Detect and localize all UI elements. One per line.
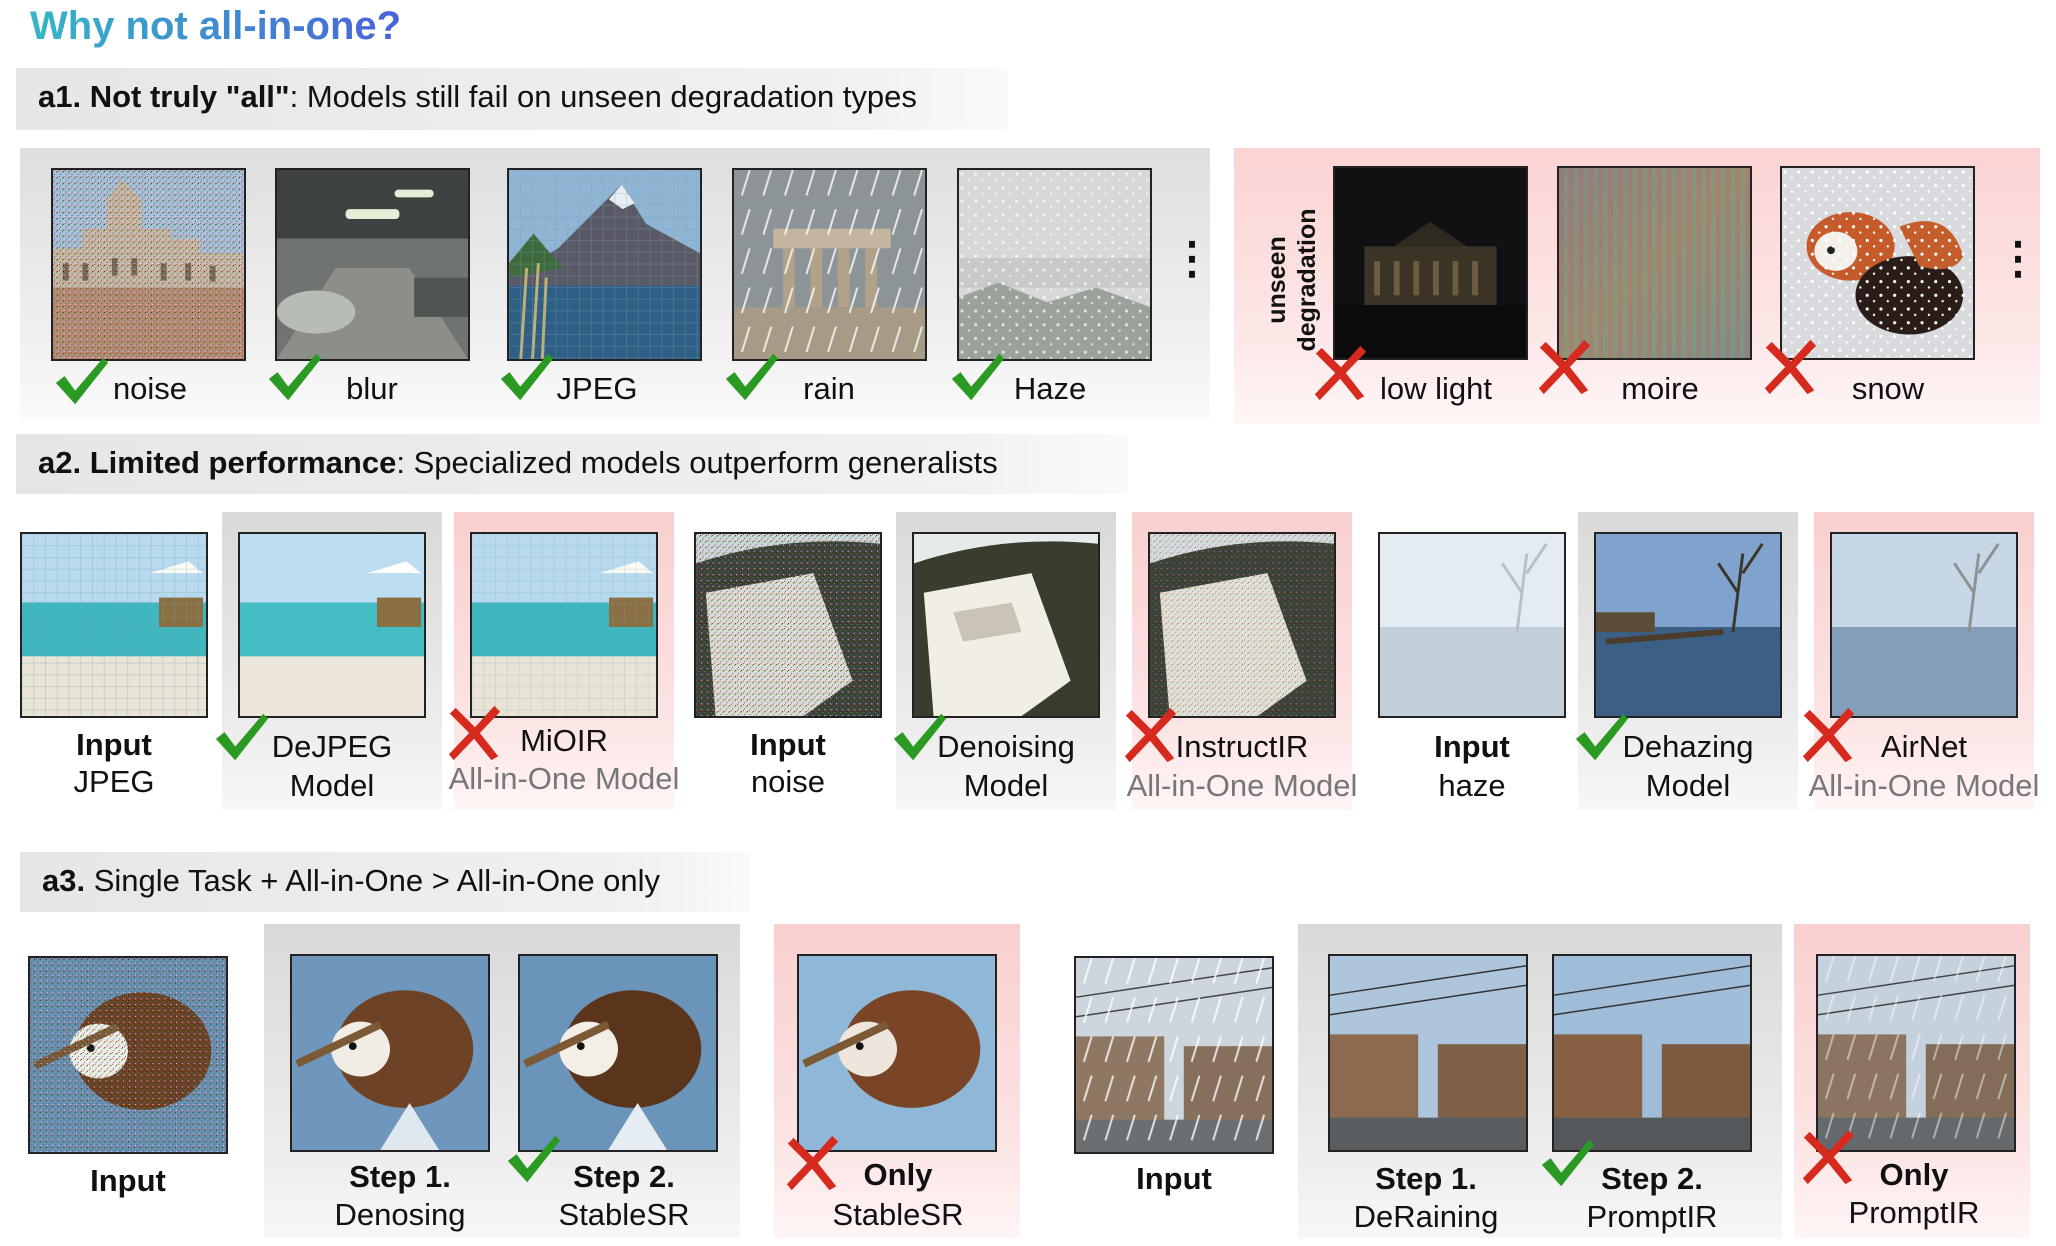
a2-spec-label-3: Dehazing [1622,729,1754,764]
a3-street-step2-image [1552,954,1752,1152]
a3-street-step1-image [1328,954,1528,1152]
check-icon [948,348,1006,406]
a3-input-label-right: Input [1104,1160,1244,1198]
a3-heading: a3. Single Task + All-in-One > All-in-On… [20,852,750,912]
a3-input-bold-right: Input [1136,1161,1212,1196]
a1-heading-text: : Models still fail on unseen degradatio… [289,79,917,114]
a3-step2-bold-left: Step 2. [573,1159,675,1194]
a3-dog-only-image [797,954,997,1152]
a3-step1-label-right: Step 1. [1346,1160,1506,1198]
a2-input-sub-3: haze [1438,768,1506,803]
a3-input-bold-left: Input [90,1163,166,1198]
a2-spec-label-2: Denoising [937,729,1075,764]
a2-input-sub-1: JPEG [73,764,155,799]
a3-heading-bold: a3. [42,863,86,898]
a3-heading-text: Single Task + All-in-One > All-in-One on… [85,863,661,898]
a3-only-label-right: Only [1834,1156,1994,1194]
a3-step1-label-left: Step 1. [320,1158,480,1196]
unseen-degradation-tag: unseen degradation [1263,208,1321,352]
a3-step2-bold-right: Step 2. [1601,1161,1703,1196]
a2-spec-sub-3: Model [1645,768,1731,803]
a1-blur-image [275,168,470,361]
label-rain: rain [803,371,855,406]
a2-spec-sub-2: Model [963,768,1049,803]
a2-input-sub-2: noise [750,764,826,799]
more-unseen-icon: ⋮ [1996,237,2040,281]
cross-icon [1312,344,1370,402]
a3-input-label-left: Input [58,1162,198,1200]
a1-jpeg-image [507,168,702,361]
a3-step2-sub-right: PromptIR [1586,1199,1718,1234]
a2-input-jpeg-image [20,532,208,718]
a3-only-label-left: Only [818,1156,978,1194]
label-jpeg: JPEG [556,371,638,406]
label-low-light: low light [1380,371,1492,406]
label-noise: noise [112,371,188,406]
a1-rain-image [732,168,927,361]
a2-gen-sub-2: All-in-One Model [1126,768,1358,803]
a2-gen-label-2: InstructIR [1175,729,1309,764]
check-icon [265,348,323,406]
a2-dehazing-image [1594,532,1782,718]
a1-heading: a1. Not truly "all": Models still fail o… [16,68,1008,130]
a2-gen-sub-3: All-in-One Model [1808,768,2040,803]
a2-gen-label-3: AirNet [1880,729,1968,764]
a2-heading: a2. Limited performance: Specialized mod… [16,434,1128,494]
a2-airnet-image [1830,532,2018,718]
a2-heading-bold: a2. Limited performance [38,445,397,480]
a1-haze-image [957,168,1152,361]
cross-icon [1762,338,1820,396]
a3-only-sub-right: PromptIR [1848,1195,1980,1230]
a3-step2-label-right: Step 2. [1572,1160,1732,1198]
a2-input-bold-3: Input [1434,729,1510,764]
a3-dog-step1-image [290,954,490,1152]
a2-instructir-image [1148,532,1336,718]
a2-input-noise-image [694,532,882,718]
a2-mioir-image [470,532,658,718]
a2-dejpeg-image [238,532,426,718]
a2-gen-sub-1: All-in-One Model [448,761,680,796]
a2-heading-text: : Specialized models outperform generali… [396,445,998,480]
a3-step2-sub-left: StableSR [558,1197,690,1232]
a2-denoising-image [912,532,1100,718]
a3-dog-step2-image [518,954,718,1152]
a2-input-haze-image [1378,532,1566,718]
a1-noise-image [51,168,246,361]
a1-snow-image [1780,166,1975,360]
a2-gen-label-1: MiOIR [520,723,608,758]
label-haze: Haze [1013,371,1087,406]
a2-spec-label-1: DeJPEG [271,729,393,764]
a3-step2-label-left: Step 2. [544,1158,704,1196]
a1-moire-image [1557,166,1752,360]
label-moire: moire [1621,371,1699,406]
a1-low-light-image [1333,166,1528,360]
a3-dog-input-image [28,956,228,1154]
a2-input-bold-2: Input [750,727,826,762]
more-seen-icon: ⋮ [1170,237,1214,281]
a2-input-label-2: Input [708,726,868,764]
a2-input-label-3: Input [1392,728,1552,766]
a3-only-bold-right: Only [1879,1157,1949,1192]
a3-only-bold-left: Only [863,1157,933,1192]
figure-title: Why not all-in-one? [30,4,402,48]
a2-input-bold-1: Input [76,727,152,762]
a3-step1-bold-right: Step 1. [1375,1161,1477,1196]
label-blur: blur [346,371,398,406]
a1-heading-bold: a1. Not truly "all" [38,79,290,114]
label-snow: snow [1851,371,1925,406]
cross-icon [1536,338,1594,396]
a2-spec-sub-1: Model [289,768,375,803]
a3-step1-sub-right: DeRaining [1353,1199,1499,1234]
a3-street-only-image [1816,954,2016,1152]
check-icon [722,348,780,406]
a3-street-input-image [1074,956,1274,1154]
a3-step1-bold-left: Step 1. [349,1159,451,1194]
a3-step1-sub-left: Denosing [334,1197,466,1232]
a3-only-sub-left: StableSR [832,1197,964,1232]
a2-input-label-1: Input [34,726,194,764]
